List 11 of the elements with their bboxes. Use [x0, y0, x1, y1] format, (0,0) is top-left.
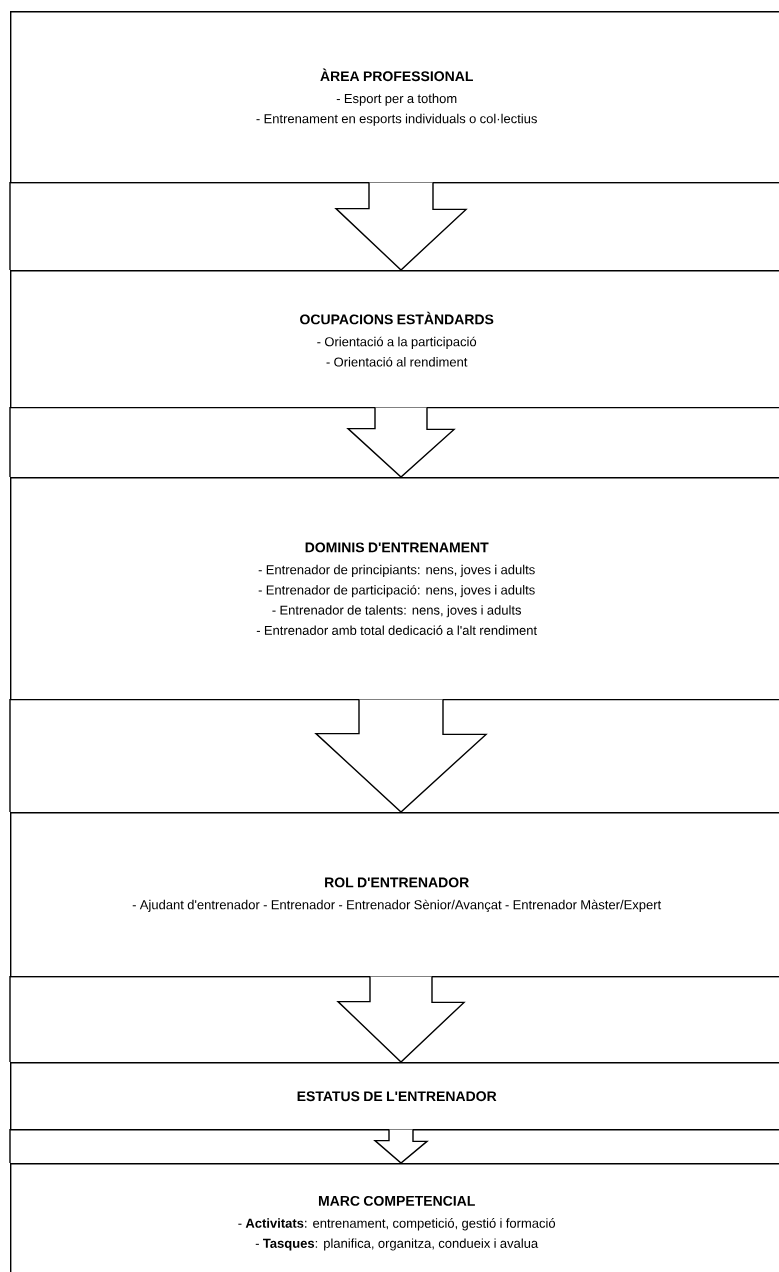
block-arrow — [334, 181, 468, 271]
band-box: ESTATUS DE L'ENTRENADOR — [10, 1062, 779, 1131]
block-arrow — [314, 698, 488, 813]
band-box: ÀREA PROFESSIONAL - Esport per a tothom - Entrenament en esports individuals o col·lectius — [10, 11, 779, 184]
band-box: OCUPACIONS ESTÀNDARDS - Orientació a la participació - Orientació al rendiment — [10, 270, 779, 409]
block-arrow — [346, 406, 456, 478]
band-box: MARC COMPETENCIAL - Activitats: entrenament, competició, gestió i formació - Tasques: planifica, organitza, condueix i avalua — [10, 1163, 779, 1272]
band-box: DOMINIS D'ENTRENAMENT - Entrenador de principiants: nens, joves i adults - Entrenador de participació: nens, joves i adults - Entrenador de talents: nens, joves i adults - Entrenador amb total dedicació a l'alt rendiment — [10, 477, 779, 701]
block-arrow — [336, 975, 466, 1063]
band-box: ROL D'ENTRENADOR - Ajudant d'entrenador - Entrenador - Entrenador Sènior/Avançat - Entrenador Màster/Expert — [10, 812, 779, 978]
block-arrow — [373, 1128, 429, 1164]
